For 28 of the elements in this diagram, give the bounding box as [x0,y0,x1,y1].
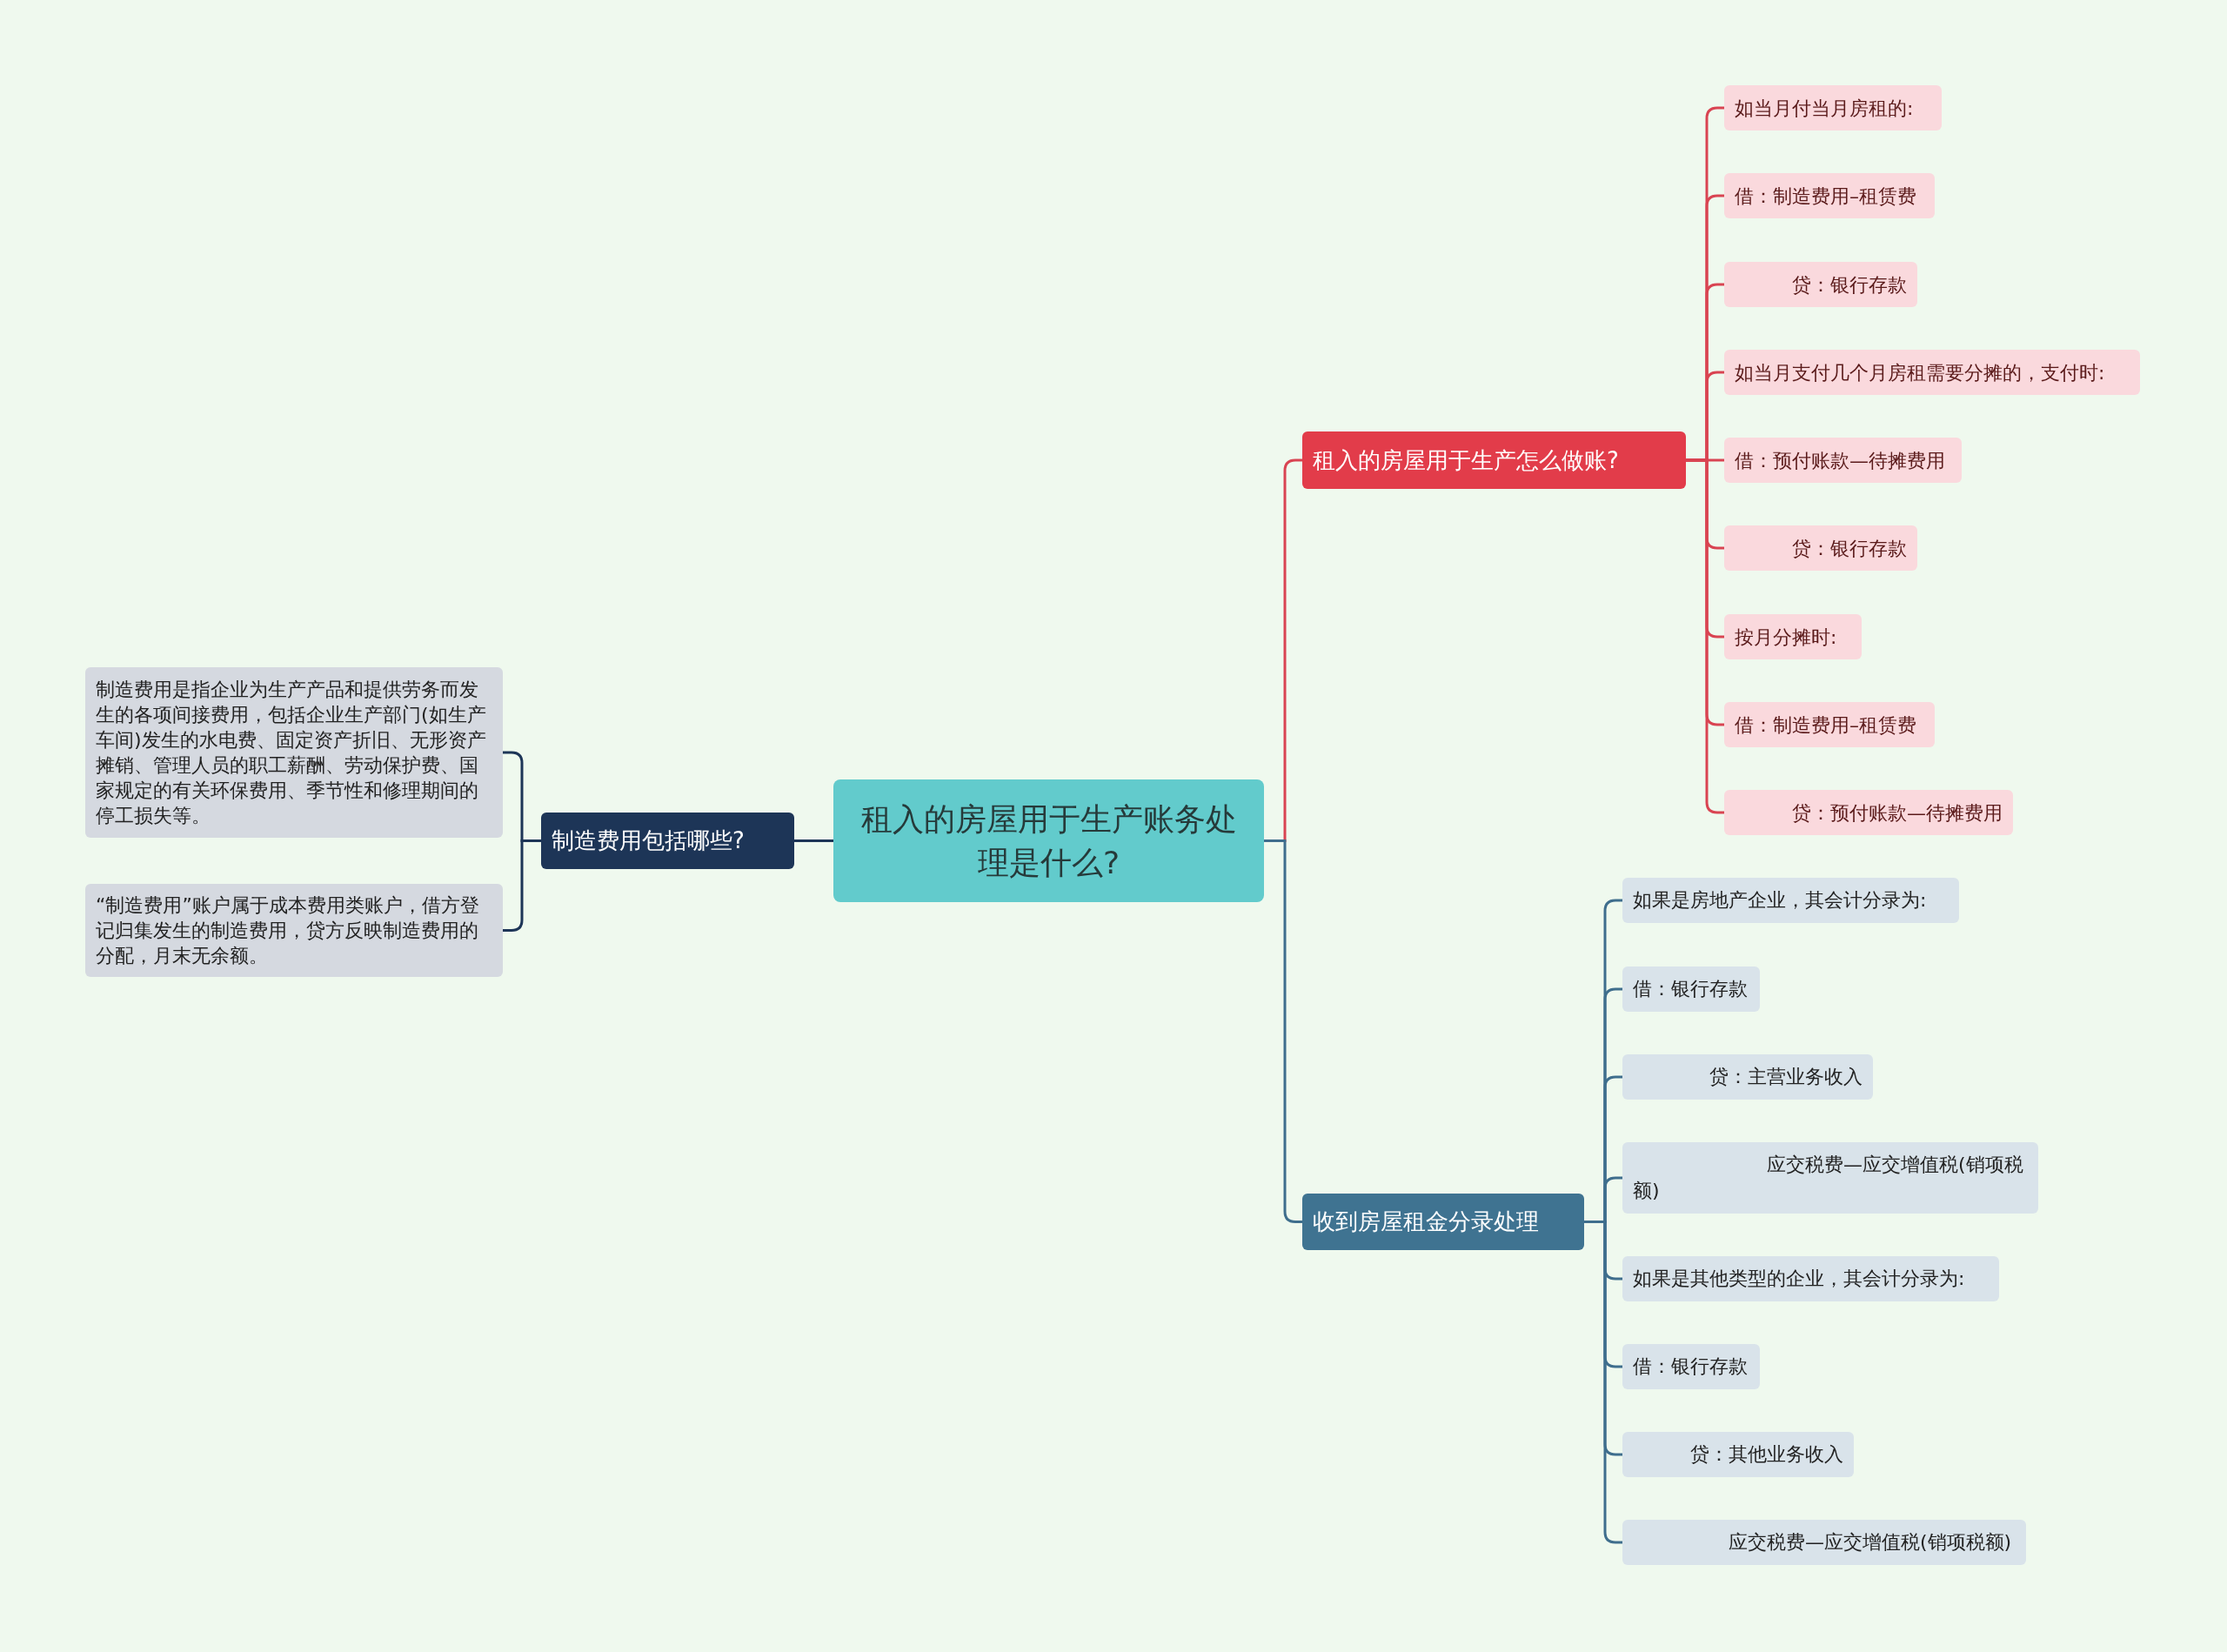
subtopic-box: 如当月付当月房租的: [1724,85,1942,130]
subtopic-box: 如果是其他类型的企业，其会计分录为: [1622,1256,1999,1301]
connector-line [1686,458,1724,814]
subtopic-box: 如果是房地产企业，其会计分录为: [1622,878,1959,923]
branch-topic: 制造费用包括哪些? [541,813,794,869]
subtopic-box: 按月分摊时: [1724,614,1862,659]
subtopic-box: 借：制造费用–租赁费 [1724,702,1935,747]
subtopic-box: 借：银行存款 [1622,1344,1760,1389]
branch-topic: 租入的房屋用于生产怎么做账? [1302,431,1686,489]
note-card: “制造费用”账户属于成本费用类账户，借方登记归集发生的制造费用，贷方反映制造费用的分配，月末无余额。 [85,884,503,977]
subtopic-box: 应交税费—应交增值税(销项税额) [1622,1520,2026,1565]
subtopic-box: 贷：银行存款 [1724,525,1917,571]
subtopic-box: 贷：主营业务收入 [1622,1054,1873,1100]
connector-line [503,839,541,932]
connector-line [794,839,833,842]
subtopic-box: 贷：银行存款 [1724,262,1917,307]
subtopic-box: 借：银行存款 [1622,966,1760,1012]
subtopic-box: 贷：其他业务收入 [1622,1432,1854,1477]
central-topic: 租入的房屋用于生产账务处理是什么? [833,779,1264,902]
subtopic-box: 应交税费—应交增值税(销项税额) [1622,1142,2038,1214]
subtopic-box: 借：制造费用–租赁费 [1724,173,1935,218]
branch-topic: 收到房屋租金分录处理 [1302,1194,1584,1250]
connector-line [1264,839,1302,1223]
subtopic-box: 贷：预付账款—待摊费用 [1724,790,2013,835]
connector-line [1584,1221,1622,1544]
subtopic-box: 借：预付账款—待摊费用 [1724,438,1962,483]
note-card: 制造费用是指企业为生产产品和提供劳务而发生的各项间接费用，包括企业生产部门(如生产车间)发生的水电费、固定资产折旧、无形资产摊销、管理人员的职工薪酬、劳动保护费、国家规定的有关环保费用、季节性和修理期间的停工损失等。 [85,667,503,838]
subtopic-box: 如当月支付几个月房租需要分摊的，支付时: [1724,350,2140,395]
